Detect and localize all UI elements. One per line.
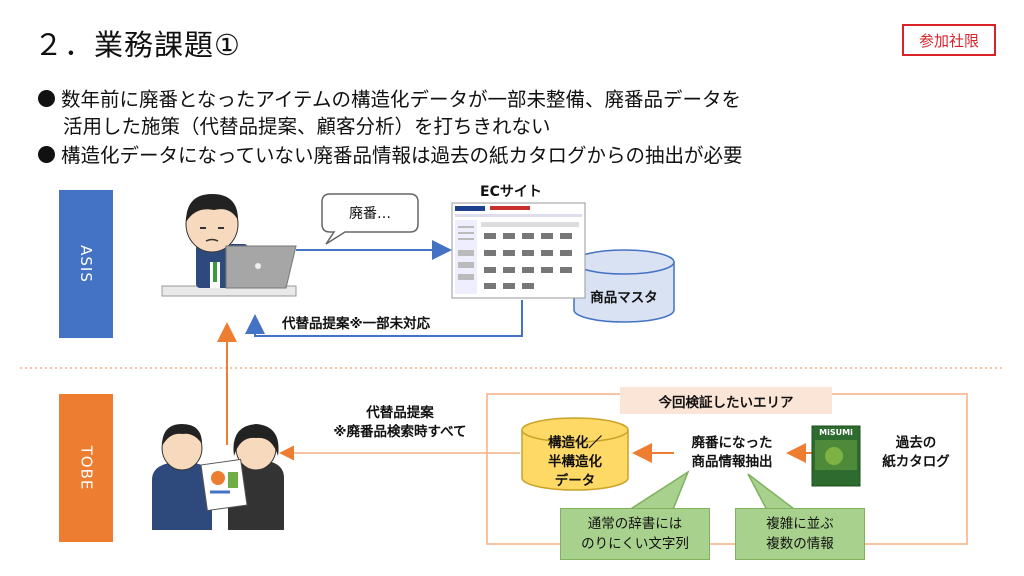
bullet-1-continuation: 活用した施策（代替品提案、顧客分析）を打ちきれない (63, 115, 551, 138)
note-irregular-strings: 通常の辞書には のりにくい文字列 (560, 508, 710, 560)
flow-arrow-return (245, 300, 523, 337)
bullet-2: 構造化データになっていない廃番品情報は過去の紙カタログからの抽出が必要 (38, 142, 743, 169)
asis-side-label: ASIS (59, 190, 113, 338)
two-people-with-tablet-icon (152, 424, 284, 530)
structured-data-db-icon (521, 417, 629, 491)
tobe-side-label: TOBE (59, 394, 113, 542)
product-master-label: 商品マスタ (590, 290, 658, 306)
person-at-laptop-icon (161, 194, 297, 297)
structured-data-label: 構造化／ 半構造化 データ (548, 435, 602, 489)
product-master-db-icon (573, 249, 675, 323)
note-complex-info: 複雑に並ぶ 複数の情報 (735, 508, 865, 560)
bullet-1-text: 数年前に廃番となったアイテムの構造化データが一部未整備、廃番品データを (61, 88, 741, 111)
bullet-2-text: 構造化データになっていない廃番品情報は過去の紙カタログからの抽出が必要 (61, 144, 743, 167)
ec-site-label: ECサイト (480, 184, 542, 200)
catalog-book-icon (811, 425, 861, 487)
discontinued-info-extraction-label: 廃番になった 商品情報抽出 (691, 435, 773, 470)
slide-title: ２．業務課題① (34, 28, 241, 62)
speech-bubble-shape (321, 193, 419, 245)
paper-catalog-label: 過去の 紙カタログ (882, 435, 950, 470)
alternative-proposal-partial-label: 代替品提案※一部未対応 (282, 316, 431, 332)
speech-bubble-text: 廃番… (349, 206, 391, 222)
bullet-dot-icon (38, 90, 55, 107)
alternative-proposal-all-label: 代替品提案 ※廃番品検索時すべて (333, 405, 467, 440)
note-1-pointer (623, 470, 690, 513)
ec-site-screenshot (451, 202, 586, 299)
note-2-pointer (747, 473, 801, 513)
bullet-dot-icon (38, 146, 55, 163)
verification-area-label: 今回検証したいエリア (620, 387, 832, 414)
catalog-logo-text: MiSUMi (819, 428, 853, 437)
restricted-badge: 参加社限 (902, 24, 996, 56)
bullet-1: 数年前に廃番となったアイテムの構造化データが一部未整備、廃番品データを (38, 86, 741, 113)
